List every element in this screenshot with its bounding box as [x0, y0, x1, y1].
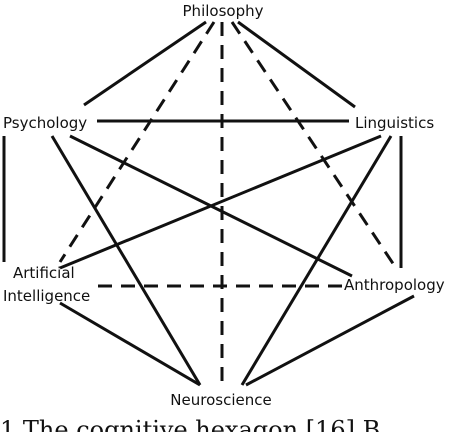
edge-philosophy-anthropology — [230, 21, 398, 269]
edges-layer — [2, 20, 415, 387]
node-psychology: Psychology — [3, 114, 87, 132]
caption-fragment: 1 The cognitive hexagon [16] B... — [0, 416, 403, 432]
edge-philosophy-psychology — [83, 20, 207, 107]
node-philosophy: Philosophy — [183, 2, 264, 20]
edge-philosophy-linguistics — [237, 20, 356, 109]
edge-psychology-neuroscience — [50, 135, 202, 386]
node-neuroscience: Neuroscience — [170, 391, 271, 409]
node-linguistics: Linguistics — [355, 114, 434, 132]
labels-layer: Philosophy Psychology Linguistics Artifi… — [3, 2, 445, 409]
edge-linguistics-ai — [59, 134, 382, 270]
edge-linguistics-neuroscience — [240, 135, 393, 386]
edge-anthropology-neuroscience — [245, 294, 415, 387]
edge-philosophy-ai — [58, 21, 216, 263]
node-ai-line-1: Artificial — [13, 264, 75, 282]
node-anthropology: Anthropology — [344, 276, 445, 294]
node-ai-line-2: Intelligence — [3, 287, 90, 305]
edge-ai-neuroscience — [59, 301, 201, 387]
